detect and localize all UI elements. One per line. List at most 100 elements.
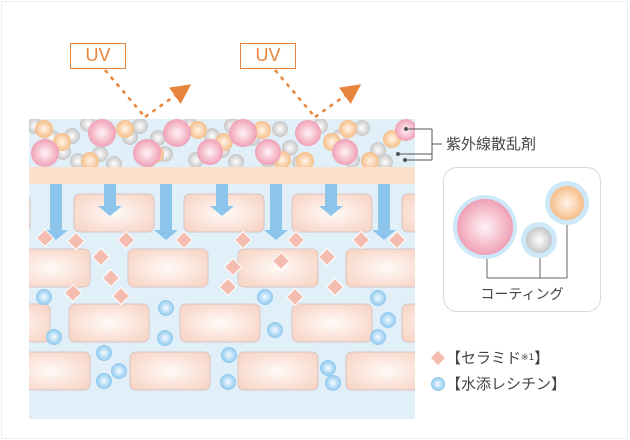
pink-particle: [255, 139, 281, 165]
ceramide-diamond: [286, 230, 306, 250]
legend-ceramide-suffix: 】: [534, 349, 550, 367]
pink-particle: [295, 120, 321, 146]
lecithin-circle: [158, 300, 174, 316]
orange-particle: [81, 152, 99, 170]
ceramide-diamond: [285, 287, 305, 307]
lecithin-circle: [320, 360, 336, 376]
skin-cell: [237, 248, 319, 288]
lecithin-circle: [257, 289, 273, 305]
ceramide-diamond: [116, 230, 136, 250]
coating-inset: コーティング: [443, 167, 601, 312]
lecithin-circle: [96, 345, 112, 361]
skin-cell: [29, 248, 91, 288]
coating-illustration: [452, 180, 589, 278]
penetration-arrows: [44, 184, 396, 240]
uv-label: UV: [255, 45, 281, 65]
pink-particle: [197, 139, 223, 165]
gray-particle: [377, 154, 393, 170]
skin-cell: [68, 303, 150, 343]
uv-rays: [104, 69, 362, 119]
gray-particle: [228, 154, 244, 170]
ceramide-diamond: [101, 268, 121, 288]
pink-particle: [133, 139, 161, 167]
pink-particle: [456, 198, 513, 255]
skin-cell: [129, 351, 211, 391]
ceramide-diamond: [91, 247, 111, 267]
scatter-bracket: [396, 127, 442, 162]
legend-lecithin-label: 【水添レシチン】: [446, 375, 567, 393]
down-arrow-icon: [44, 184, 68, 240]
lecithin-circle: [46, 329, 62, 345]
down-arrow-icon: [264, 184, 288, 240]
down-arrow-icon: [154, 184, 178, 240]
lecithin-circle: [370, 329, 386, 345]
skin-cell: [29, 195, 31, 231]
legend-ceramide-label: 【セラミド: [446, 349, 522, 367]
uv-scatter-particle-layer: [29, 119, 415, 172]
ceramide-diamond: [66, 231, 86, 251]
gray-particle: [132, 119, 148, 134]
down-arrow-icon: [372, 184, 396, 240]
pink-particle: [229, 119, 257, 147]
lecithin-markers: [36, 289, 396, 391]
down-arrow-icon: [210, 184, 234, 216]
skin-cell: [345, 248, 415, 288]
ceramide-diamond: [387, 230, 407, 250]
skin-cell: [401, 193, 415, 233]
skin-surface-layer: [29, 167, 415, 184]
lecithin-circle: [96, 373, 112, 389]
uv-label: UV: [85, 45, 111, 65]
legend-ceramide: 【セラミド※1】: [430, 347, 549, 368]
pink-particle: [332, 139, 358, 165]
bracket-dot: [404, 127, 408, 131]
lecithin-circle: [36, 289, 52, 305]
ceramide-diamond: [223, 257, 243, 277]
lecithin-circle: [325, 375, 341, 391]
bracket-dot: [396, 152, 400, 156]
bracket-dot: [403, 158, 407, 162]
ceramide-diamond: [233, 230, 253, 250]
lecithin-circle: [380, 312, 396, 328]
ceramide-diamond: [218, 277, 238, 297]
uv-incident-ray: [104, 69, 146, 118]
skin-cell: [29, 351, 91, 391]
down-arrow-icon: [98, 184, 122, 216]
coating-label: コーティング: [480, 287, 564, 303]
skin-cell: [345, 351, 415, 391]
uv-incident-ray: [274, 69, 316, 118]
lecithin-circle: [267, 322, 283, 338]
legend-lecithin: 【水添レシチン】: [430, 373, 566, 394]
orange-particle: [53, 133, 71, 151]
coating-connector-lines: [486, 224, 567, 278]
gray-particle: [272, 121, 288, 137]
uv-scattered-ray: [144, 84, 192, 119]
ceramide-markers: [35, 228, 407, 307]
ceramide-diamond: [35, 228, 55, 248]
diamond-icon: [430, 350, 446, 365]
ceramide-diamond: [317, 247, 337, 267]
down-arrow-icon: [319, 184, 343, 216]
orange-particle: [549, 185, 584, 220]
lecithin-circle: [221, 347, 237, 363]
ceramide-diamond: [111, 286, 131, 306]
skin-cell: [237, 351, 319, 391]
ceramide-diamond: [271, 251, 291, 271]
ceramide-diamond: [63, 283, 83, 303]
orange-particle: [189, 121, 207, 139]
lecithin-circle: [157, 330, 173, 346]
ceramide-diamond: [351, 230, 371, 250]
pink-particle: [163, 119, 191, 147]
orange-particle: [361, 152, 379, 170]
legend-ceramide-note: ※1: [521, 352, 535, 363]
skin-cell: [179, 303, 261, 343]
ceramide-diamond: [174, 230, 194, 250]
uv-label-box: UV: [70, 43, 126, 69]
skin-cell: [401, 303, 415, 343]
uv-scatter-agent-label: 紫外線散乱剤: [446, 135, 537, 153]
skin-cell: [29, 303, 51, 343]
orange-particle: [116, 120, 134, 138]
lecithin-circle: [111, 363, 127, 379]
orange-particle: [296, 152, 314, 170]
orange-particle: [339, 120, 357, 138]
